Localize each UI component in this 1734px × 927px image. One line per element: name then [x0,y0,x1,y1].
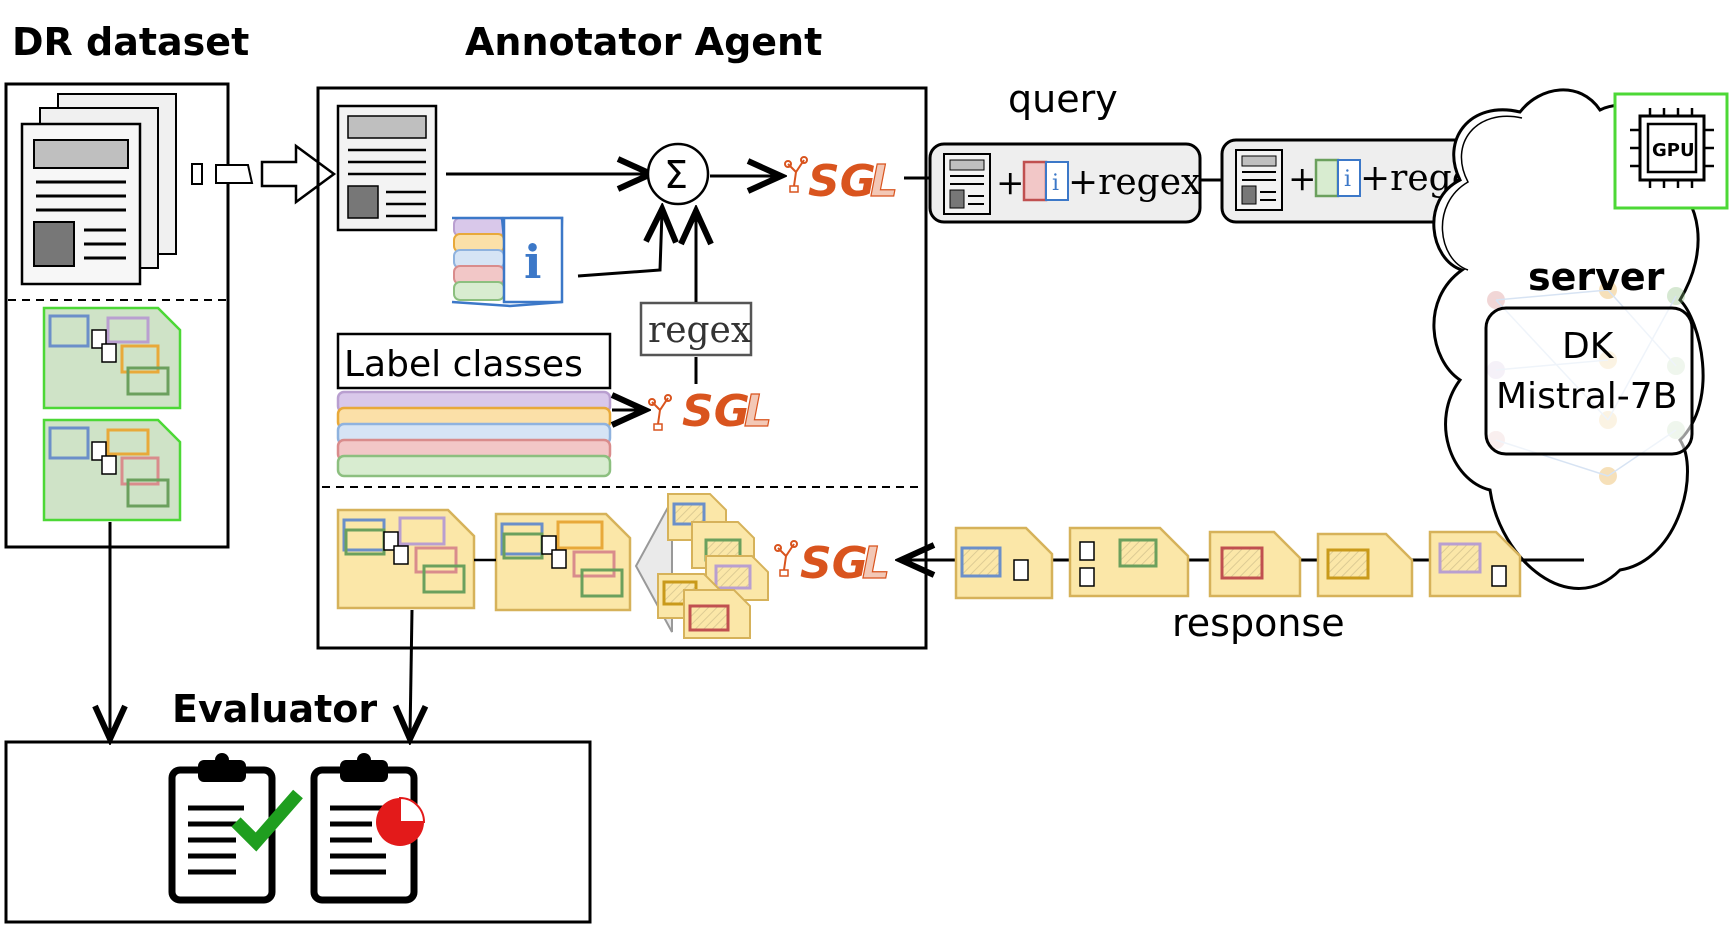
document-stack [20,93,177,286]
response-doc-5 [1428,530,1522,598]
response-doc-1 [954,526,1054,600]
annotated-doc-green-2 [42,418,182,522]
query-info-2: i [1344,167,1351,192]
query-book-icon-1 [1022,160,1048,202]
query-doc-icon-2 [1235,149,1283,211]
sgl-text-mid: SG [682,386,750,437]
sgl-suffix-top: L [870,156,898,207]
sgl-text-top: SG [808,156,876,207]
query-plus-2: + [1288,159,1317,199]
regex-box [639,301,753,357]
label-classes-header [336,332,612,390]
sgl-logo-top: SG L [784,155,899,208]
response-doc-4 [1316,532,1414,598]
agent-panel [316,86,928,650]
gpu-icon [1613,92,1729,210]
scattered-response-docs [657,493,769,639]
agent-document-icon [336,104,438,232]
query-info-1: i [1052,171,1059,196]
clipboard-chart-icon [310,753,426,904]
yellow-doc-result-1 [336,508,476,610]
agent-title: Annotator Agent [465,20,822,64]
server-label: server [1528,255,1665,299]
annotated-doc-green-1 [42,306,182,410]
query-plus-1: + [996,163,1025,203]
info-book-icon [451,216,564,308]
label-classes-title: Label classes [344,344,583,385]
evaluator-panel [4,740,592,924]
sgl-suffix-mid: L [744,386,772,437]
sgl-logo-mid: SG L [648,385,773,438]
gpu-label: GPU [1652,140,1695,161]
agent-to-evaluator-arrow [410,609,412,736]
query-regex-1: +regex [1068,162,1201,203]
sgl-logo-bottom: SG L [774,537,891,590]
sgl-text-bottom: SG [800,538,868,589]
clipboard-check-icon [168,753,303,904]
response-doc-3 [1208,530,1302,598]
evaluator-title: Evaluator [172,687,377,731]
info-glyph: i [524,235,541,289]
model-line-2: Mistral-7B [1496,376,1677,417]
sum-operator-icon [646,142,710,206]
query-book-page-2 [1337,159,1361,197]
query-label: query [1008,77,1118,121]
sgl-suffix-bottom: L [862,538,890,589]
yellow-doc-result-2 [494,512,632,612]
sum-glyph: Σ [664,153,688,197]
model-line-1: DK [1562,326,1615,367]
label-classes-stack [336,390,612,478]
response-doc-2 [1068,526,1190,598]
dataset-to-agent-arrow [191,143,337,205]
query-book-icon-2 [1314,158,1340,198]
info-to-sum-arrow [577,212,662,278]
query-book-page-1 [1045,161,1069,201]
response-label: response [1172,601,1345,645]
regex-label: regex [648,310,751,351]
dataset-panel [4,82,230,549]
dataset-title: DR dataset [12,20,249,64]
model-box [1484,306,1694,456]
query-doc-icon-1 [943,153,991,215]
